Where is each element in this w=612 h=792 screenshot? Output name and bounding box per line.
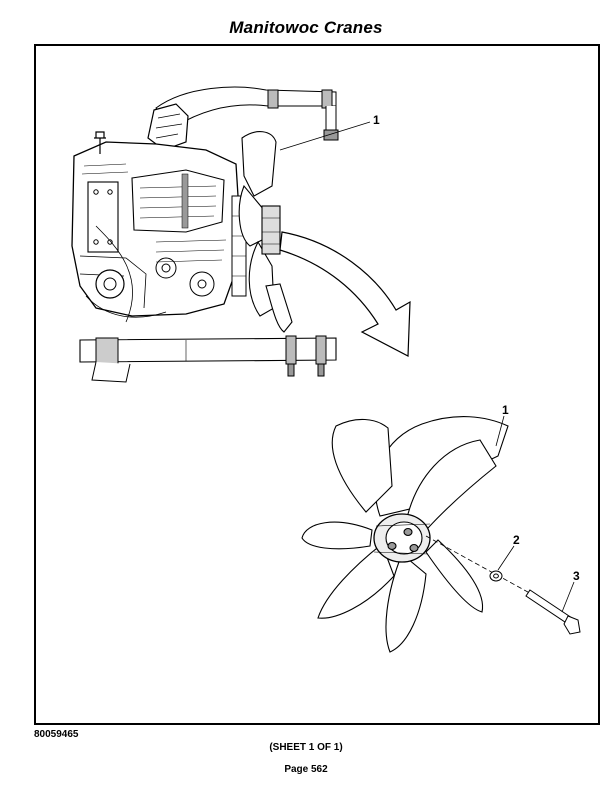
- fan-blade: [317, 543, 395, 619]
- upper-pipe-clamp-right: [321, 89, 333, 109]
- fan-blade: [425, 539, 484, 613]
- page-number: Page 562: [284, 764, 328, 775]
- engine-assembly: [71, 86, 339, 383]
- lower-coolant-pipe: [79, 337, 337, 363]
- callout-2: 2: [513, 533, 520, 547]
- callout-1-bottom: 1: [502, 403, 509, 417]
- sheet-label: (SHEET 1 OF 1): [269, 742, 343, 753]
- detail-arrow: [279, 231, 411, 357]
- drawing-number: 80059465: [34, 729, 79, 740]
- mounted-fan: [238, 131, 293, 333]
- bolt-part: [525, 589, 581, 635]
- upper-intake-pipe: [155, 86, 337, 127]
- fan-blade: [405, 439, 497, 529]
- exploded-fan: [301, 416, 509, 653]
- valve-cover: [131, 169, 225, 233]
- filler-cap: [94, 131, 106, 154]
- washer-part: [489, 570, 503, 582]
- parts-illustration: 1 1 2 3: [71, 86, 581, 653]
- assembly-centerline: [425, 535, 547, 603]
- leader-line-2: [497, 545, 515, 571]
- page-title: Manitowoc Cranes: [229, 18, 383, 37]
- alternator-pulley: [95, 269, 125, 299]
- leader-line-1-bottom: [495, 415, 505, 447]
- leader-line-1-top: [279, 121, 371, 151]
- bracket-plate: [87, 181, 119, 253]
- drawing-frame: 1 1 2 3: [34, 44, 600, 725]
- fan-blade: [301, 521, 373, 550]
- mounted-fan-hub: [261, 205, 281, 255]
- fan-blade: [331, 418, 393, 513]
- callout-3: 3: [573, 569, 580, 583]
- upper-pipe-clamp-left: [267, 89, 279, 109]
- turbo-housing: [147, 103, 189, 151]
- callout-1-top: 1: [373, 113, 380, 127]
- leader-line-3: [561, 581, 575, 613]
- fan-blade: [385, 553, 427, 653]
